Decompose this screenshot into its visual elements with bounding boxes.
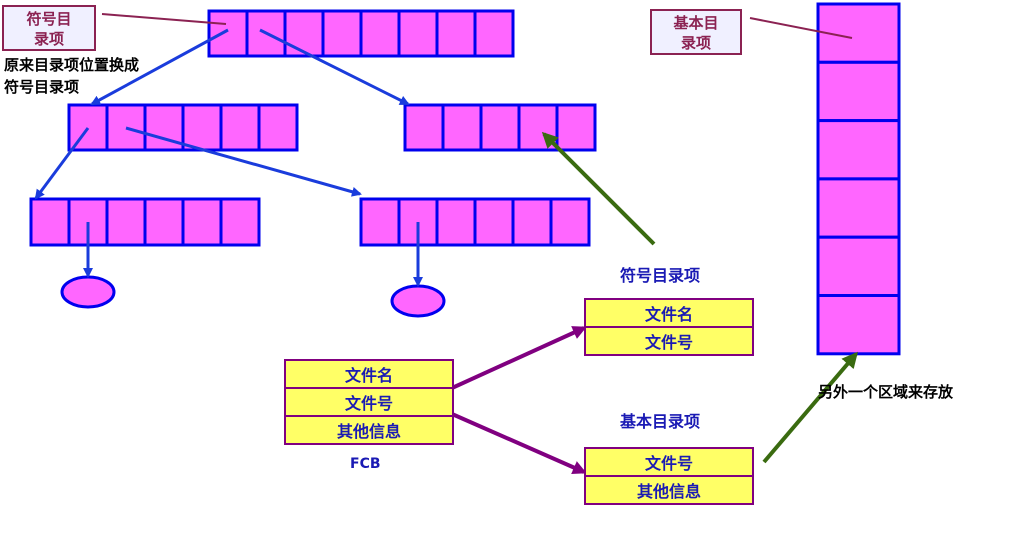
- storage-column-cell: [816, 235, 901, 297]
- leaf-left-dir-block-cell: [29, 197, 71, 247]
- storage-column-cell: [816, 119, 901, 181]
- fcb-row-other: 其他信息: [286, 417, 452, 443]
- symbol-label-pointer: [101, 13, 227, 25]
- root-dir-block-cell: [473, 9, 515, 58]
- tree-arrow-root-right: [259, 28, 410, 106]
- mid-right-dir-block: [403, 103, 597, 152]
- root-dir-block-cell: [321, 9, 363, 58]
- basic-table: 文件号 其他信息: [584, 447, 754, 505]
- leaf-left-dir-block-cell: [181, 197, 223, 247]
- file-oval-left: [60, 275, 116, 309]
- mid-right-dir-block-cell: [555, 103, 597, 152]
- fcb-row-name: 文件名: [286, 361, 452, 387]
- file-oval-right: [390, 284, 446, 318]
- leaf-right-dir-block-cell: [511, 197, 553, 247]
- root-dir-block: [207, 9, 515, 58]
- purple-arrow-fcb-to-basic: [451, 412, 587, 474]
- storage-column-cell: [816, 294, 901, 356]
- mid-left-dir-block-cell: [67, 103, 109, 152]
- mid-left-dir-block-cell: [257, 103, 299, 152]
- leaf-right-dir-block-cell: [549, 197, 591, 247]
- fcb-row-number: 文件号: [286, 389, 452, 415]
- leaf-left-dir-block-cell: [105, 197, 147, 247]
- leaf-left-dir-block-cell: [219, 197, 261, 247]
- storage-column-cell: [816, 60, 901, 123]
- root-dir-block-cell: [283, 9, 325, 58]
- tree-arrow-mid-left: [34, 127, 90, 200]
- leaf-right-dir-block-cell: [473, 197, 515, 247]
- root-dir-block-cell: [397, 9, 439, 58]
- leaf-left-dir-block-cell: [143, 197, 185, 247]
- mid-left-dir-block-cell: [105, 103, 147, 152]
- mid-left-dir-block: [67, 103, 299, 152]
- mid-right-dir-block-cell: [403, 103, 445, 152]
- mid-left-dir-block-cell: [181, 103, 223, 152]
- basic-dir-heading: 基本目录项: [620, 412, 701, 431]
- root-dir-block-cell: [207, 9, 249, 58]
- leaf-right-dir-block: [359, 197, 591, 247]
- green-arrow-to-storage-column: [762, 351, 858, 464]
- mid-left-dir-block-cell: [219, 103, 261, 152]
- symbol-dir-heading: 符号目录项: [620, 266, 701, 285]
- basic-row-other: 其他信息: [586, 477, 752, 503]
- basic-row-number: 文件号: [586, 449, 752, 475]
- symbol-row-name: 文件名: [586, 300, 752, 326]
- basic-dir-label: 基本目 录项: [650, 9, 742, 55]
- root-dir-block-cell: [245, 9, 287, 58]
- leaf-right-dir-block-cell: [359, 197, 401, 247]
- storage-column-cell: [816, 177, 901, 239]
- purple-arrow-fcb-to-symbol: [451, 326, 587, 390]
- tree-arrow-root-left: [90, 28, 229, 106]
- leaf-left-dir-block: [29, 197, 261, 247]
- symbol-dir-label: 符号目 录项: [2, 5, 96, 51]
- fcb-label: FCB: [350, 456, 381, 472]
- root-dir-block-cell: [359, 9, 401, 58]
- mid-right-dir-block-cell: [479, 103, 521, 152]
- note-other-area: 另外一个区域来存放: [818, 383, 954, 401]
- note-replace: 原来目录项位置换成 符号目录项: [4, 56, 140, 96]
- basic-label-pointer: [749, 17, 853, 39]
- symbol-table: 文件名 文件号: [584, 298, 754, 356]
- leaf-right-dir-block-cell: [435, 197, 477, 247]
- directory-blocks: [29, 2, 901, 356]
- green-arrow-to-symbol-slot: [541, 131, 656, 246]
- tree-arrow-mid-right: [125, 126, 362, 197]
- fcb-table: 文件名 文件号 其他信息: [284, 359, 454, 445]
- root-dir-block-cell: [435, 9, 477, 58]
- mid-right-dir-block-cell: [441, 103, 483, 152]
- storage-column: [816, 2, 901, 356]
- symbol-row-number: 文件号: [586, 328, 752, 354]
